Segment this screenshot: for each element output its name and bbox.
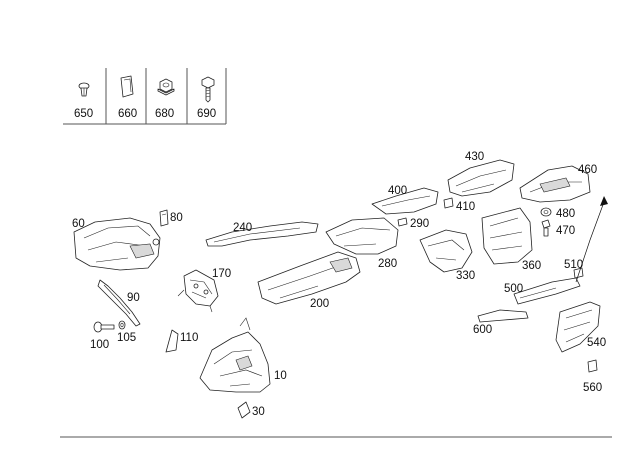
callout-105: 105 [117, 332, 136, 344]
callout-60: 60 [72, 218, 85, 230]
callout-410: 410 [456, 201, 475, 213]
legend-label-650: 650 [74, 108, 93, 120]
part-240-rail [205, 221, 319, 247]
callout-400: 400 [388, 185, 407, 197]
callout-510: 510 [564, 259, 583, 271]
hex-nut-icon [157, 78, 175, 96]
part-200-floor-panel [257, 251, 361, 305]
callout-500: 500 [504, 283, 523, 295]
part-30-clip [237, 401, 251, 419]
callout-560: 560 [583, 382, 602, 394]
part-470-bolt [541, 219, 551, 237]
part-80-bracket [159, 209, 169, 227]
callout-170: 170 [212, 268, 231, 280]
legend-label-660: 660 [118, 108, 137, 120]
callout-290: 290 [410, 218, 429, 230]
part-90-strip [97, 279, 141, 327]
legend-label-680: 680 [155, 108, 174, 120]
part-280-panel [325, 217, 399, 255]
part-110-bracket [165, 329, 179, 353]
push-clip-icon [78, 82, 90, 97]
callout-110: 110 [180, 332, 198, 344]
part-360-shield [481, 207, 533, 265]
part-430-shield [447, 159, 515, 197]
callout-470: 470 [556, 225, 575, 237]
part-170-bracket-assembly [177, 269, 219, 313]
callout-330: 330 [456, 270, 475, 282]
part-410-clip [443, 197, 454, 209]
part-105-washer [118, 320, 126, 330]
part-500-strip [513, 277, 581, 305]
callout-600: 600 [473, 324, 492, 336]
callout-100: 100 [90, 339, 109, 351]
part-290-clip [397, 217, 408, 227]
part-480-washer [540, 207, 552, 217]
callout-240: 240 [233, 222, 252, 234]
part-330-bracket [419, 229, 473, 273]
hex-bolt-icon [201, 76, 215, 103]
part-100-bolt [93, 321, 115, 333]
callout-10: 10 [274, 370, 287, 382]
part-560-clip [587, 359, 598, 373]
callout-30: 30 [252, 406, 265, 418]
callout-280: 280 [378, 258, 397, 270]
legend-label-690: 690 [197, 108, 216, 120]
callout-480: 480 [556, 208, 575, 220]
callout-80: 80 [170, 212, 183, 224]
callout-360: 360 [522, 260, 541, 272]
callout-540: 540 [587, 337, 606, 349]
part-10-tunnel-shield [199, 317, 271, 393]
callout-460: 460 [578, 164, 597, 176]
part-600-strip [477, 309, 529, 323]
part-60-heat-shield [73, 217, 161, 271]
part-540-side-panel [555, 301, 601, 353]
fastener-legend: 650 660 680 690 [63, 68, 227, 125]
callout-90: 90 [127, 292, 140, 304]
direction-arrow [575, 196, 608, 283]
part-460-shield [519, 165, 591, 203]
callout-200: 200 [310, 298, 329, 310]
part-510-clip [573, 267, 584, 279]
part-400-shield [371, 187, 439, 215]
callout-430: 430 [465, 151, 484, 163]
spring-clip-icon [120, 75, 134, 98]
